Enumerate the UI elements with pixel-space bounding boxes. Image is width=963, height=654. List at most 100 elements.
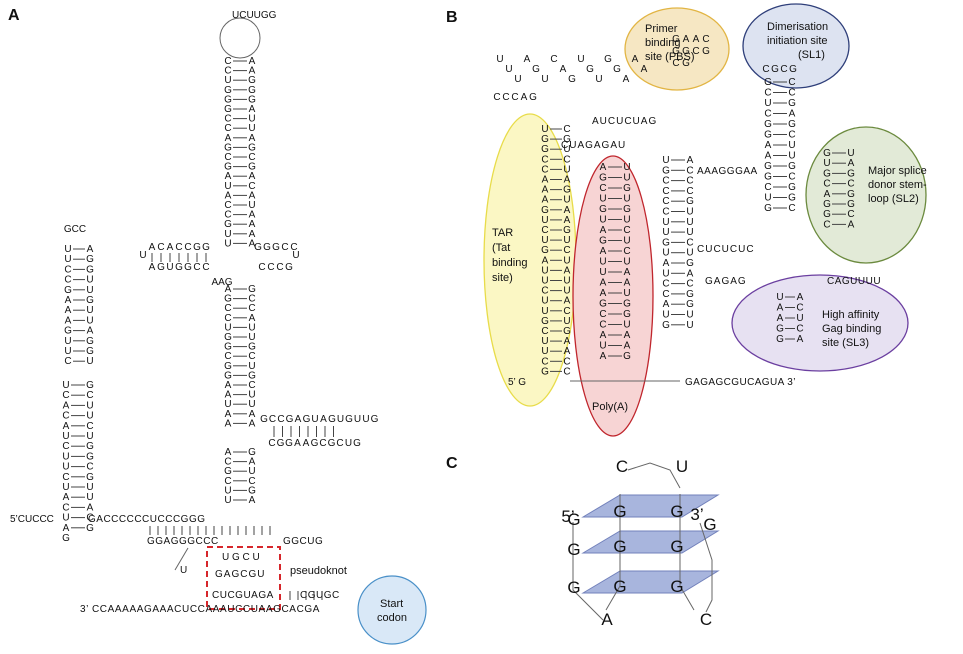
panel-b: B Primer binding site (PBS) Dimerisation… <box>446 3 927 437</box>
polya-stem-nt-right: A <box>624 267 631 278</box>
arm-right-nt: C <box>281 242 288 253</box>
main-base-stem-nt-right: G <box>248 485 256 496</box>
left-hairpin-top-nt-right: U <box>86 275 93 286</box>
side-top-nt: U <box>337 414 344 425</box>
sl3-stem-nt-right: A <box>797 292 804 303</box>
left-hairpin-top-nt-right: U <box>86 356 93 367</box>
main-lower-stem-nt-right: A <box>249 418 256 429</box>
main-stem-nt-right: A <box>249 190 256 201</box>
left-hairpin-bottom-nt-left: C <box>62 411 69 422</box>
dis-loop-nt: C <box>780 64 787 75</box>
tar-stem-nt-left: U <box>541 336 548 347</box>
sl2-stem-nt-right: A <box>848 219 855 230</box>
central-stem-nt-right: C <box>686 237 693 248</box>
quad-g-right-top: G <box>703 515 716 534</box>
sl2-stem-nt-left: G <box>823 168 831 179</box>
tar-stem-nt-right: A <box>564 265 571 276</box>
main-base-stem-nt-left: A <box>225 447 232 458</box>
central-stem-nt-right: G <box>686 258 694 269</box>
left-hairpin-bottom-nt-right: U <box>86 431 93 442</box>
side-bottom-nt: C <box>336 438 343 449</box>
main-lower-stem-nt-right: U <box>248 399 255 410</box>
tar-stem-nt-left: G <box>541 205 549 216</box>
tar-stem-nt-left: U <box>541 124 548 135</box>
b-loop-nt: A <box>521 92 528 103</box>
tar-stem-nt-right: U <box>563 286 570 297</box>
main-lower-stem-nt-left: G <box>224 370 232 381</box>
b-loop-nt: C <box>502 92 509 103</box>
tar-label-3: binding <box>492 257 527 269</box>
main-stem-nt-left: U <box>224 229 231 240</box>
sl3-stem-nt-right: C <box>796 324 803 335</box>
b-top-loop-nt: A <box>623 74 630 85</box>
tar-stem-nt-right: A <box>564 215 571 226</box>
left-hairpin-bottom-nt-right: G <box>86 523 94 534</box>
b-top-loop-nt: A <box>641 64 648 75</box>
left-hairpin-bottom-nt-right: C <box>86 390 93 401</box>
arm-nt: U <box>139 250 146 261</box>
central-stem-nt-left: G <box>662 165 670 176</box>
central-stem-nt-right: U <box>686 207 693 218</box>
main-lower-stem-nt-right: G <box>248 342 256 353</box>
main-lower-stem-nt-left: U <box>224 399 231 410</box>
sl3-stem-nt-left: G <box>776 334 784 345</box>
main-base-stem-nt-right: A <box>249 495 256 506</box>
main-stem-nt-right: G <box>248 94 256 105</box>
tar-label-4: site) <box>492 272 513 284</box>
polya-stem-nt-right: U <box>623 162 630 173</box>
main-stem-nt-left: U <box>224 238 231 249</box>
sl3-stem-nt-left: A <box>777 303 784 314</box>
central-stem-nt-left: C <box>662 279 669 290</box>
side-top-nt: A <box>320 414 327 425</box>
panel-b-five-prime: 5’ G <box>508 377 526 388</box>
tar-stem-nt-left: U <box>541 306 548 317</box>
polya-stem-nt-right: G <box>623 183 631 194</box>
pseudoknot-label: pseudoknot <box>290 565 347 577</box>
tar-stem-nt-left: G <box>541 144 549 155</box>
side-bottom-nt: U <box>345 438 352 449</box>
quad-g-left-2: G <box>567 578 580 597</box>
tar-stem-nt-right: U <box>563 255 570 266</box>
main-lower-stem-nt-right: U <box>248 332 255 343</box>
panel-b-seq-2: CUCUCUC <box>697 244 755 255</box>
left-hairpin-bottom-nt-right: G <box>86 380 94 391</box>
main-stem-nt-left: C <box>224 123 231 134</box>
b-top-loop-nt: U <box>505 64 512 75</box>
central-stem-nt-left: C <box>662 176 669 187</box>
tar-stem-nt-left: G <box>541 134 549 145</box>
left-hairpin-bottom-nt-right: C <box>86 462 93 473</box>
panel-b-seq-4: AAAGGGAA <box>697 166 758 177</box>
side-top-nt: U <box>311 414 318 425</box>
sl2-stem-nt-right: A <box>848 158 855 169</box>
polya-stem-nt-right: G <box>623 351 631 362</box>
panel-b-three-prime: GAGAGCGUCAGUA 3’ <box>685 377 796 388</box>
left-hairpin-top-nt-left: U <box>64 254 71 265</box>
pbs-loop-nt: C <box>692 46 699 57</box>
central-stem-nt-right: G <box>686 299 694 310</box>
central-stem-nt-left: C <box>662 289 669 300</box>
b-top-loop-nt: C <box>550 54 557 65</box>
main-stem-nt-left: G <box>224 219 232 230</box>
main-stem-nt-left: C <box>224 66 231 77</box>
left-hairpin-bottom-nt-right: G <box>86 441 94 452</box>
sl3-stem-nt-right: U <box>796 313 803 324</box>
pseudoknot-stem-top: GAGCGU <box>215 569 265 580</box>
sl1-stem-nt-right: G <box>788 119 796 130</box>
sl1-stem-nt-left: G <box>764 203 772 214</box>
main-lower-stem-nt-right: U <box>248 361 255 372</box>
main-base-stem-nt-left: G <box>224 466 232 477</box>
sl1-stem-nt-right: U <box>788 151 795 162</box>
arm-right-bottom-nt: C <box>267 262 274 273</box>
left-hairpin-top-nt-right: G <box>86 295 94 306</box>
polya-stem-nt-right: U <box>623 194 630 205</box>
arm-bottom-nt: G <box>175 262 183 273</box>
tar-stem-nt-right: A <box>564 336 571 347</box>
sl2-stem-nt-left: C <box>823 219 830 230</box>
tar-stem-nt-right: C <box>563 154 570 165</box>
main-lower-stem-nt-right: C <box>248 380 255 391</box>
